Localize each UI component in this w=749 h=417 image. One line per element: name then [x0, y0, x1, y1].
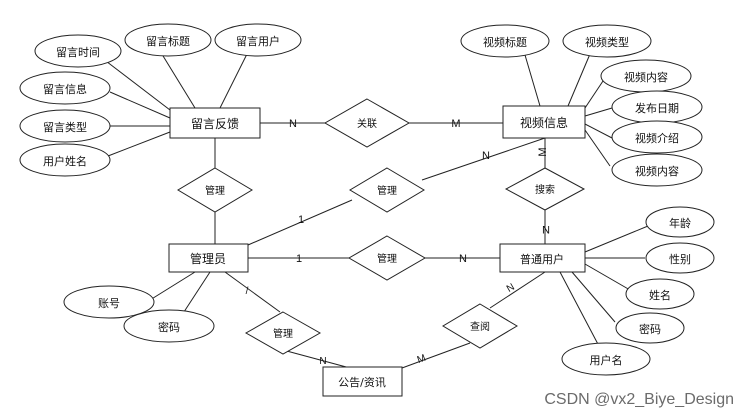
attribute-label: 账号 [98, 297, 120, 310]
relationship-label: 查阅 [470, 320, 490, 333]
cardinality-label: N [482, 150, 490, 162]
cardinality-label: M [537, 147, 549, 156]
relationship-manage-feedback: 管理 [177, 167, 253, 213]
attribute-label: 留言类型 [43, 120, 87, 134]
attribute-label: 视频介绍 [635, 131, 679, 145]
attribute-u-age: 年龄 [645, 206, 715, 238]
relationship-label: 管理 [377, 252, 397, 265]
entity-video: 视频信息 [502, 105, 586, 139]
attribute-u-pwd: 密码 [615, 312, 685, 344]
cardinality-label: N [542, 223, 550, 235]
attribute-v-intro: 视频介绍 [611, 120, 703, 154]
cardinality-label: 1 [298, 214, 304, 226]
entity-notice: 公告/资讯 [322, 366, 403, 397]
entity-label: 留言反馈 [191, 117, 239, 131]
attribute-fb-title: 留言标题 [124, 23, 212, 57]
attribute-v-content-2: 视频内容 [611, 153, 703, 187]
relationship-label: 关联 [357, 117, 377, 130]
relationship-label: 管理 [273, 327, 293, 340]
attribute-label: 性别 [669, 252, 691, 266]
attribute-label: 密码 [639, 322, 661, 336]
attribute-label: 留言标题 [146, 34, 190, 48]
attribute-fb-time: 留言时间 [34, 34, 122, 68]
attribute-label: 留言用户 [236, 34, 280, 48]
attribute-label: 用户姓名 [43, 154, 87, 168]
attribute-label: 发布日期 [635, 101, 679, 115]
attribute-v-content-1: 视频内容 [600, 59, 692, 93]
cardinality-label: N [319, 356, 326, 367]
attribute-label: 视频标题 [483, 35, 527, 49]
relationship-search: 搜索 [504, 167, 586, 211]
relationships: 关联 管理 管理 管理 搜索 管理 查阅 [177, 98, 586, 355]
attribute-label: 视频内容 [624, 70, 668, 84]
attribute-v-type: 视频类型 [562, 24, 652, 58]
attribute-u-name: 姓名 [625, 278, 695, 310]
attribute-label: 留言信息 [43, 82, 87, 96]
entity-user: 普通用户 [499, 243, 586, 273]
cardinality-label: N [505, 282, 517, 295]
relationship-manage-notice: 管理 [244, 311, 322, 355]
attribute-label: 视频类型 [585, 35, 629, 49]
attribute-v-title: 视频标题 [460, 24, 550, 58]
cardinality-label: / [246, 286, 249, 297]
relationship-manage-user: 管理 [348, 235, 426, 281]
cardinality-label: M [416, 353, 428, 366]
watermark-text: CSDN @vx2_Biye_Design [544, 391, 734, 408]
attribute-label: 密码 [158, 320, 180, 334]
entity-admin: 管理员 [168, 243, 249, 273]
relationship-guanlian: 关联 [323, 98, 411, 148]
attribute-fb-info: 留言信息 [19, 71, 111, 105]
attribute-label: 年龄 [669, 216, 691, 230]
attribute-u-gender: 性别 [645, 242, 715, 274]
entity-feedback: 留言反馈 [169, 107, 261, 139]
cardinality-label: 1 [296, 253, 302, 265]
attribute-label: 用户名 [590, 353, 623, 367]
attribute-label: 视频内容 [635, 164, 679, 178]
cardinality-label: M [451, 118, 460, 130]
attribute-label: 留言时间 [56, 46, 100, 59]
relationship-label: 搜索 [535, 183, 555, 196]
cardinality-label: N [459, 253, 467, 265]
relationship-label: 管理 [205, 184, 225, 197]
attribute-a-account: 账号 [63, 285, 155, 319]
attribute-fb-user: 留言用户 [214, 23, 302, 57]
attribute-a-pwd: 密码 [123, 309, 215, 343]
cardinality-labels: N M M N 1 N 1 N / N M N [246, 118, 550, 367]
attribute-u-username: 用户名 [561, 342, 651, 376]
cardinality-label: N [289, 118, 297, 130]
connector-lines [97, 50, 649, 369]
attribute-label: 姓名 [649, 288, 671, 302]
attribute-v-date: 发布日期 [611, 90, 703, 124]
attributes: 留言时间 留言标题 留言用户 留言信息 留言类型 用户姓名 视频标题 视频类型 [19, 23, 715, 376]
entity-label: 管理员 [190, 251, 226, 266]
entities: 留言反馈 视频信息 管理员 普通用户 公告/资讯 [168, 105, 586, 397]
entity-label: 普通用户 [520, 252, 564, 266]
relationship-manage-video: 管理 [349, 167, 425, 213]
relationship-label: 管理 [377, 184, 397, 197]
attribute-fb-name: 用户姓名 [19, 143, 111, 177]
attribute-fb-type: 留言类型 [19, 109, 111, 143]
entity-label: 视频信息 [520, 115, 568, 130]
relationship-query: 查阅 [442, 303, 518, 349]
entity-label: 公告/资讯 [338, 376, 386, 389]
